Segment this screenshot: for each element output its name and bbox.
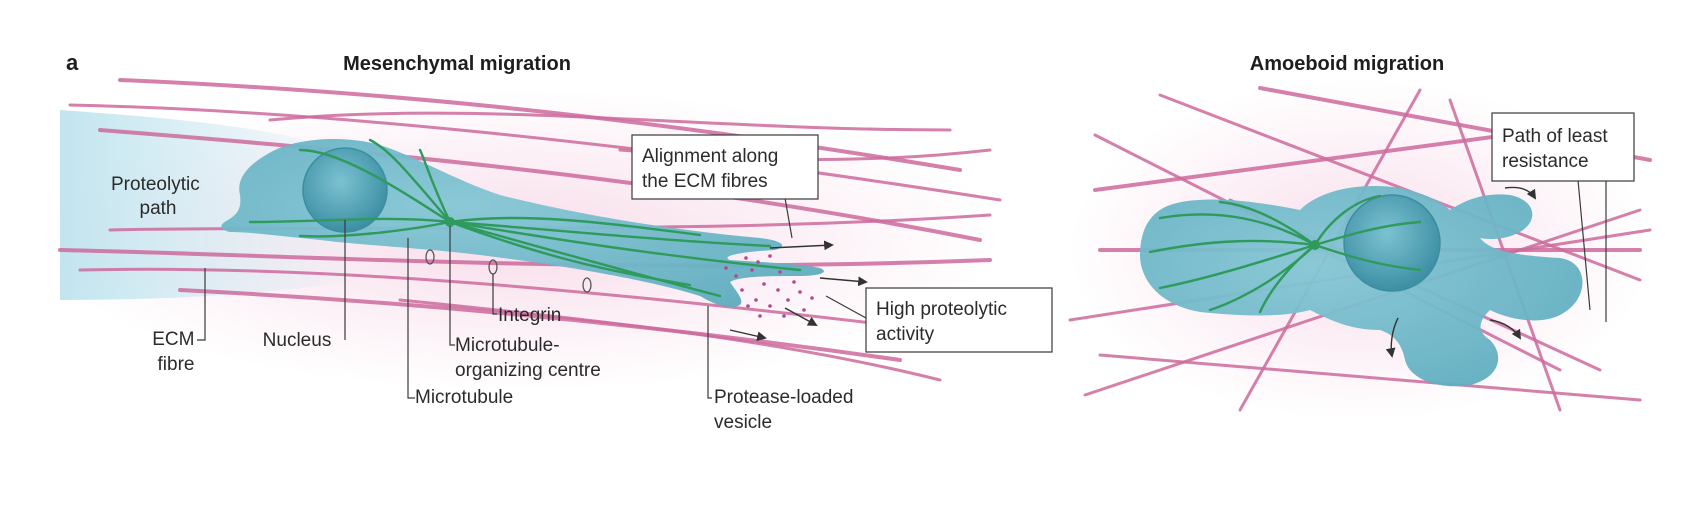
microtubule-line	[1313, 220, 1422, 247]
microtubule-line	[448, 216, 702, 237]
vesicle-dot	[740, 288, 744, 292]
activity-callout-box	[865, 287, 1053, 353]
vesicle-dot	[792, 280, 796, 284]
bleb-arrow	[1385, 317, 1399, 358]
nucleus-label: Nucleus	[263, 330, 332, 351]
vesicle-dot	[768, 254, 772, 258]
mtoc-label: Microtubule- organizing centre	[455, 335, 601, 381]
microtubule-line	[448, 220, 802, 272]
microtubule-line	[248, 217, 452, 224]
amoeboid-mtoc	[1310, 240, 1320, 250]
integrin-shape	[582, 277, 592, 293]
microtubule-line	[298, 220, 452, 238]
mtoc-center	[445, 217, 455, 227]
vesicle-dot	[734, 274, 738, 278]
microtubule-line	[1313, 194, 1382, 247]
microtubules-right	[1148, 194, 1422, 314]
amoeboid-title: Amoeboid migration	[1250, 53, 1444, 75]
ecm-fibre-line	[1098, 353, 1642, 402]
vesicle-dot	[724, 266, 728, 270]
ecm-fibre-leader	[197, 268, 206, 341]
vesicle-dot	[768, 304, 772, 308]
vesicle-dot	[758, 314, 762, 318]
ecm-fibre-line	[58, 248, 992, 268]
microtubule-line	[1218, 200, 1317, 247]
microtubule-line	[1158, 213, 1317, 247]
vesicle-dot	[802, 308, 806, 312]
vesicle-label: Protease-loaded vesicle	[714, 387, 859, 433]
direction-arrow	[819, 276, 868, 287]
proteolytic-path-label: Proteolytic path	[111, 174, 205, 219]
integrin-shape	[425, 249, 435, 265]
microtubule-line	[448, 220, 772, 248]
vesicle-dot	[754, 298, 758, 302]
microtubule-line	[418, 148, 452, 224]
alignment-leader	[784, 197, 793, 239]
vesicle-dot	[744, 256, 748, 260]
ecm-fibre-line	[98, 128, 982, 242]
mesenchymal-title: Mesenchymal migration	[343, 53, 571, 75]
vesicle-dot	[782, 314, 786, 318]
bleb-arrow	[1504, 186, 1537, 200]
vesicle-dot	[786, 298, 790, 302]
ecm-fibre-line	[78, 267, 932, 332]
mtoc-leader	[449, 226, 455, 346]
direction-arrow	[729, 329, 767, 342]
vesicle-dot	[746, 304, 750, 308]
panel-letter: a	[66, 50, 79, 75]
path-least-leader-2	[1577, 179, 1591, 311]
activity-leader	[825, 295, 867, 319]
path-least-label: Path of least resistance	[1502, 126, 1613, 172]
alignment-callout-box	[631, 134, 819, 200]
amoeboid-nucleus	[1343, 194, 1441, 292]
ecm-fibre-line	[178, 288, 902, 362]
amoeboid-cell-body	[1140, 186, 1583, 387]
alignment-label: Alignment along the ECM fibres	[642, 146, 784, 192]
microtubule-line	[448, 220, 692, 287]
microtubule-line	[448, 220, 722, 298]
path-least-callout-box	[1491, 112, 1635, 182]
vesicle-dot	[756, 260, 760, 264]
vesicle-dot	[750, 268, 754, 272]
microtubules-left	[248, 138, 802, 298]
integrin-leader	[492, 274, 497, 315]
vesicle-dot	[798, 290, 802, 294]
direction-arrow	[769, 240, 834, 251]
microtubule-line	[1313, 243, 1422, 272]
high-activity-label: High proteolytic activity	[876, 299, 1012, 345]
protease-vesicles	[724, 254, 814, 318]
integrin-label: Integrin	[498, 305, 561, 326]
amoeboid-panel: Amoeboid migration Path of least resista…	[1068, 53, 1652, 420]
microtubule-line	[298, 148, 452, 224]
mesenchymal-panel: a Mesenchymal migration Proteolytic path…	[40, 50, 1053, 433]
microtubule-line	[1158, 243, 1317, 290]
ecm-fibre-line	[398, 298, 942, 382]
direction-arrow	[784, 307, 818, 326]
vesicle-dot	[776, 288, 780, 292]
ecm-fibre-label: ECM fibre	[152, 329, 200, 375]
vesicle-leader	[707, 306, 712, 399]
microtubule-line	[1148, 239, 1317, 254]
ecm-fibre-line	[268, 111, 952, 132]
microtubule-line	[368, 138, 452, 224]
vesicle-dot	[762, 282, 766, 286]
ecm-fibre-line	[68, 103, 1002, 202]
vesicle-dot	[778, 270, 782, 274]
vesicle-dot	[810, 296, 814, 300]
integrins	[425, 249, 592, 293]
microtubule-label: Microtubule	[415, 387, 513, 408]
microtubule-line	[1258, 243, 1317, 314]
microtubule-leader	[407, 238, 415, 399]
bleb-arrow	[1489, 319, 1522, 340]
